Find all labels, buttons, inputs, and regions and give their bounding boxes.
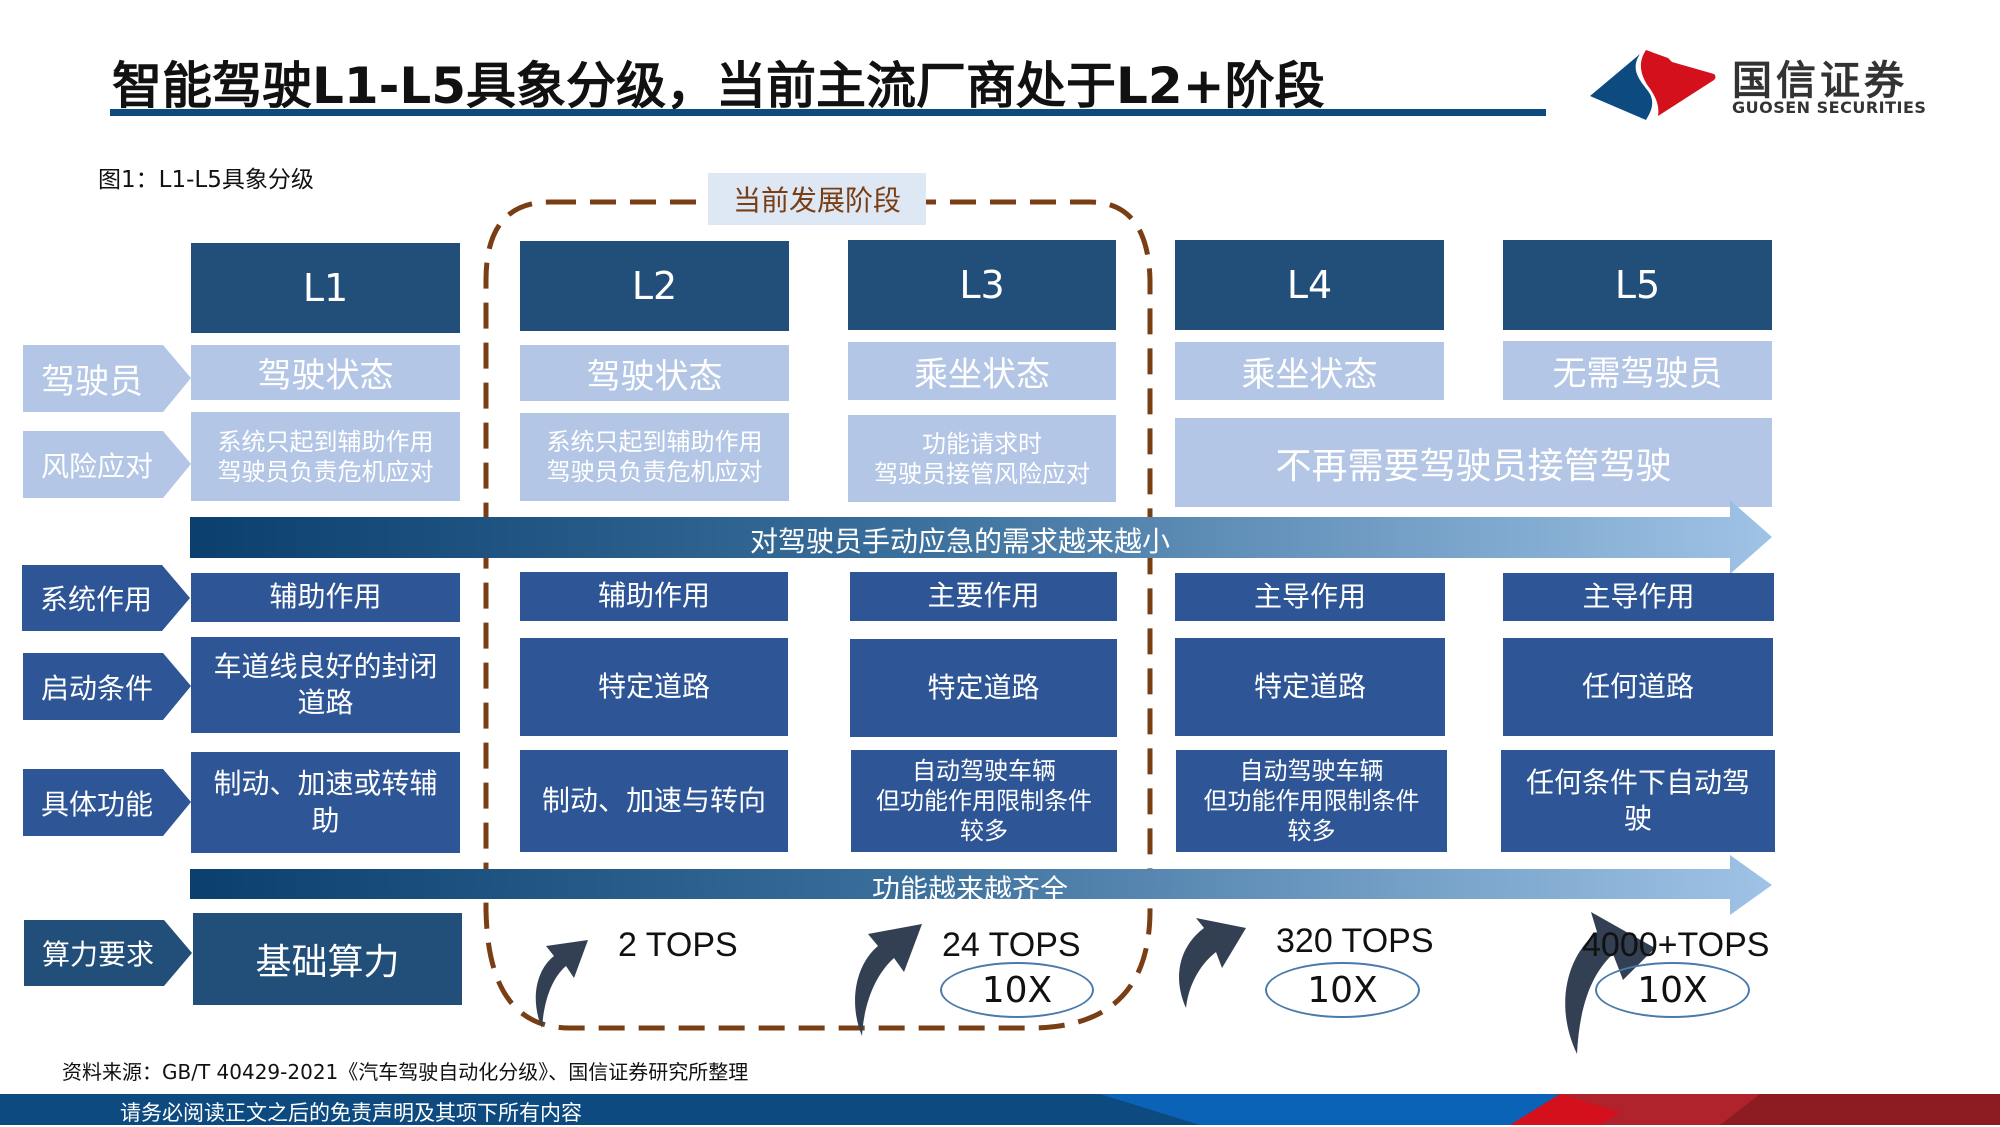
start-condition-cell-l2: 特定道路 (520, 638, 788, 736)
growth-arrow-icon (535, 940, 588, 1028)
figure-label: 图1：L1-L5具象分级 (98, 167, 314, 193)
system-role-cell-l2: 辅助作用 (520, 572, 788, 621)
compute-value-l3: 24 TOPS (942, 926, 1081, 964)
level-header-l3: L3 (848, 240, 1116, 330)
compute-value-l4: 320 TOPS (1276, 922, 1434, 960)
multiplier-badge-l4: 10X (1265, 962, 1420, 1018)
driver-cell-l3: 乘坐状态 (848, 342, 1116, 400)
growth-arrow-icon (1565, 912, 1655, 1054)
start-condition-cell-l4: 特定道路 (1175, 638, 1445, 736)
function-cell-l4: 自动驾驶车辆但功能作用限制条件较多 (1176, 750, 1447, 852)
level-header-l5: L5 (1503, 240, 1772, 330)
driver-cell-l2: 驾驶状态 (520, 345, 789, 401)
driver-cell-l5: 无需驾驶员 (1503, 341, 1772, 400)
function-cell-l2: 制动、加速与转向 (520, 750, 788, 852)
system-role-cell-l1: 辅助作用 (191, 573, 460, 622)
current-stage-label: 当前发展阶段 (708, 173, 926, 225)
band-arrow-more-complete (190, 855, 1772, 915)
level-header-l2: L2 (520, 241, 789, 331)
band-text-less-manual: 对驾驶员手动应急的需求越来越小 (750, 525, 1171, 558)
level-header-l4: L4 (1175, 240, 1444, 330)
driver-cell-l4: 乘坐状态 (1175, 342, 1444, 400)
function-cell-l1: 制动、加速或转辅助 (191, 752, 460, 853)
title-underline (110, 109, 1546, 116)
system-role-cell-l4: 主导作用 (1175, 573, 1445, 621)
row-label-system-role: 系统作用 (22, 565, 190, 631)
risk-cell-l3: 功能请求时驾驶员接管风险应对 (848, 415, 1116, 502)
system-role-cell-l5: 主导作用 (1503, 573, 1774, 621)
row-label-compute: 算力要求 (24, 920, 192, 986)
band-text-more-complete: 功能越来越齐全 (872, 873, 1069, 906)
guosen-logo-icon (1588, 44, 1718, 122)
row-label-start-condition: 启动条件 (23, 653, 191, 720)
compute-cell-l1: 基础算力 (193, 913, 462, 1005)
driver-cell-l1: 驾驶状态 (191, 345, 460, 400)
start-condition-cell-l3: 特定道路 (850, 639, 1117, 737)
function-cell-l3: 自动驾驶车辆但功能作用限制条件较多 (851, 750, 1117, 852)
compute-value-l5: 4000+TOPS (1582, 926, 1770, 964)
risk-cell-l4-l5-merged: 不再需要驾驶员接管驾驶 (1175, 418, 1772, 507)
band-arrow-less-manual (190, 500, 1772, 574)
multiplier-badge-l3: 10X (940, 962, 1094, 1018)
risk-cell-l1: 系统只起到辅助作用驾驶员负责危机应对 (191, 412, 460, 501)
source-note: 资料来源：GB/T 40429-2021《汽车驾驶自动化分级》、国信证券研究所整… (62, 1060, 749, 1084)
multiplier-badge-l5: 10X (1595, 962, 1750, 1018)
current-stage-frame (483, 199, 1153, 1031)
compute-value-l2: 2 TOPS (618, 926, 738, 964)
system-role-cell-l3: 主要作用 (850, 572, 1117, 621)
risk-cell-l2: 系统只起到辅助作用驾驶员负责危机应对 (520, 413, 789, 501)
row-label-function: 具体功能 (23, 769, 191, 836)
start-condition-cell-l5: 任何道路 (1503, 638, 1773, 736)
logo-text-cn: 国信证券 (1732, 58, 1908, 104)
level-header-l1: L1 (191, 243, 460, 333)
function-cell-l5: 任何条件下自动驾驶 (1501, 750, 1775, 852)
growth-arrow-icon (855, 924, 922, 1036)
start-condition-cell-l1: 车道线良好的封闭道路 (191, 637, 460, 733)
row-label-risk: 风险应对 (23, 431, 191, 498)
growth-arrow-icon (1179, 918, 1246, 1008)
footer-bar (0, 1094, 2000, 1125)
logo-text-en: GUOSEN SECURITIES (1732, 98, 1927, 117)
row-label-driver: 驾驶员 (23, 345, 191, 412)
footer-disclaimer: 请务必阅读正文之后的免责声明及其项下所有内容 (120, 1101, 582, 1125)
page-title: 智能驾驶L1-L5具象分级，当前主流厂商处于L2+阶段 (112, 57, 1325, 115)
